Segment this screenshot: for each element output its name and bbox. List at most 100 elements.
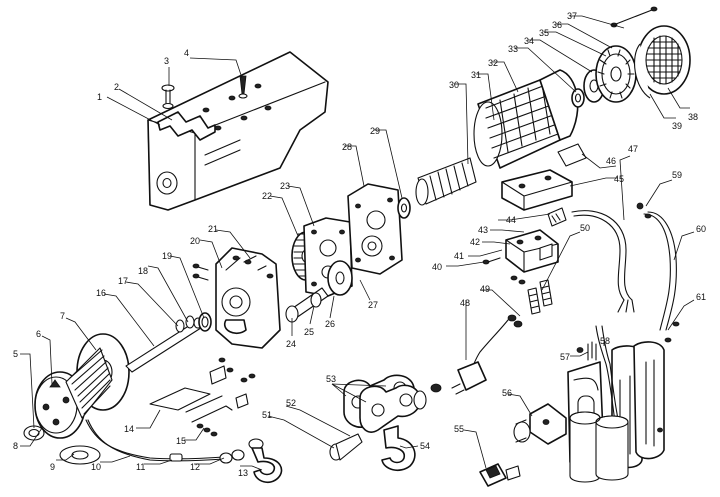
callout-1: 1 xyxy=(97,92,102,102)
callout-21: 21 xyxy=(208,224,218,234)
callout-51: 51 xyxy=(262,410,272,420)
lifting-hook xyxy=(248,438,283,484)
callout-52: 52 xyxy=(286,398,296,408)
callout-37: 37 xyxy=(567,11,577,21)
callout-31: 31 xyxy=(471,70,481,80)
callout-25: 25 xyxy=(304,327,314,337)
pulley-block-plates xyxy=(343,374,421,433)
callout-22: 22 xyxy=(262,191,272,201)
callout-12: 12 xyxy=(190,462,200,472)
callout-29: 29 xyxy=(370,126,380,136)
rocker-switch xyxy=(479,463,521,487)
callout-11: 11 xyxy=(136,462,145,472)
callout-47: 47 xyxy=(628,144,638,154)
gear-cover xyxy=(347,183,403,275)
callout-10: 10 xyxy=(91,462,101,472)
callout-54: 54 xyxy=(420,441,430,451)
mounting-bracket xyxy=(147,51,329,211)
fan-wheel xyxy=(595,45,637,103)
housing-bolts xyxy=(192,263,209,281)
callout-50: 50 xyxy=(580,223,590,233)
planet-gear xyxy=(327,260,353,296)
motor-stator xyxy=(473,79,561,169)
callout-16: 16 xyxy=(96,288,106,298)
gearbox-housing xyxy=(215,247,281,349)
callout-30: 30 xyxy=(449,80,459,90)
callout-3: 3 xyxy=(164,56,169,66)
terminal-block xyxy=(547,207,567,227)
callout-27: 27 xyxy=(368,300,378,310)
motor-bearing xyxy=(571,88,585,108)
cover-plate xyxy=(557,143,587,167)
callout-5: 5 xyxy=(13,349,18,359)
callout-2: 2 xyxy=(114,82,119,92)
callout-9: 9 xyxy=(50,462,55,472)
junction-box-base xyxy=(501,169,573,211)
callout-8: 8 xyxy=(13,441,18,451)
callout-60: 60 xyxy=(696,224,706,234)
callout-38: 38 xyxy=(688,112,698,122)
callout-44: 44 xyxy=(506,215,516,225)
callout-42: 42 xyxy=(470,237,480,247)
callout-17: 17 xyxy=(118,276,128,286)
callout-23: 23 xyxy=(280,181,290,191)
callout-40: 40 xyxy=(432,262,442,272)
callout-18: 18 xyxy=(138,266,148,276)
fan-cover xyxy=(634,25,691,99)
fan-cover-bolt xyxy=(610,6,658,28)
limit-switch-cable xyxy=(636,202,680,353)
callout-59: 59 xyxy=(672,170,682,180)
callout-28: 28 xyxy=(342,142,352,152)
callout-36: 36 xyxy=(552,20,562,30)
cable-drum xyxy=(65,347,113,419)
shaft-washers xyxy=(175,312,212,333)
small-screws xyxy=(196,357,256,437)
callout-19: 19 xyxy=(162,251,172,261)
callout-61: 61 xyxy=(696,292,706,302)
motor-rotor xyxy=(415,157,477,206)
callout-56: 56 xyxy=(502,388,512,398)
callout-45: 45 xyxy=(614,174,624,184)
junction-screws xyxy=(482,257,526,285)
callout-14: 14 xyxy=(124,424,134,434)
pulley-washers xyxy=(413,383,442,410)
callout-49: 49 xyxy=(480,284,490,294)
callout-26: 26 xyxy=(325,319,335,329)
callout-7: 7 xyxy=(60,311,65,321)
rope-stopper xyxy=(59,445,101,465)
capacitor-box xyxy=(505,229,559,273)
pendant-cylinders xyxy=(569,411,629,483)
callout-13: 13 xyxy=(238,468,248,478)
callout-6: 6 xyxy=(36,329,41,339)
wire-rope xyxy=(85,419,225,462)
pulley-bolt xyxy=(329,433,363,461)
callout-24: 24 xyxy=(286,339,296,349)
control-spring-wire xyxy=(149,387,233,423)
callout-57: 57 xyxy=(560,352,570,362)
callout-53: 53 xyxy=(326,374,336,384)
callout-58: 58 xyxy=(600,336,610,346)
top-screw xyxy=(238,75,248,99)
callout-55: 55 xyxy=(454,424,464,434)
cable-glands xyxy=(507,279,553,328)
motor-pinion xyxy=(397,197,411,219)
callout-32: 32 xyxy=(488,58,498,68)
callout-41: 41 xyxy=(454,251,464,261)
callout-labels: 1 2 3 4 5 6 7 8 9 10 11 12 13 14 15 16 1… xyxy=(13,11,706,478)
callout-43: 43 xyxy=(478,225,488,235)
gear-shaft xyxy=(285,287,329,323)
pendant-cable xyxy=(576,325,621,431)
callout-46: 46 xyxy=(606,156,616,166)
callout-15: 15 xyxy=(176,436,186,446)
callout-33: 33 xyxy=(508,44,518,54)
callout-39: 39 xyxy=(672,121,682,131)
callout-48: 48 xyxy=(460,298,470,308)
pulley-hook xyxy=(381,425,416,472)
u-clamp xyxy=(157,111,216,141)
callout-4: 4 xyxy=(184,48,189,58)
callout-35: 35 xyxy=(539,28,549,38)
callout-20: 20 xyxy=(190,236,200,246)
power-plug xyxy=(451,319,509,395)
drum-nut xyxy=(23,425,45,441)
